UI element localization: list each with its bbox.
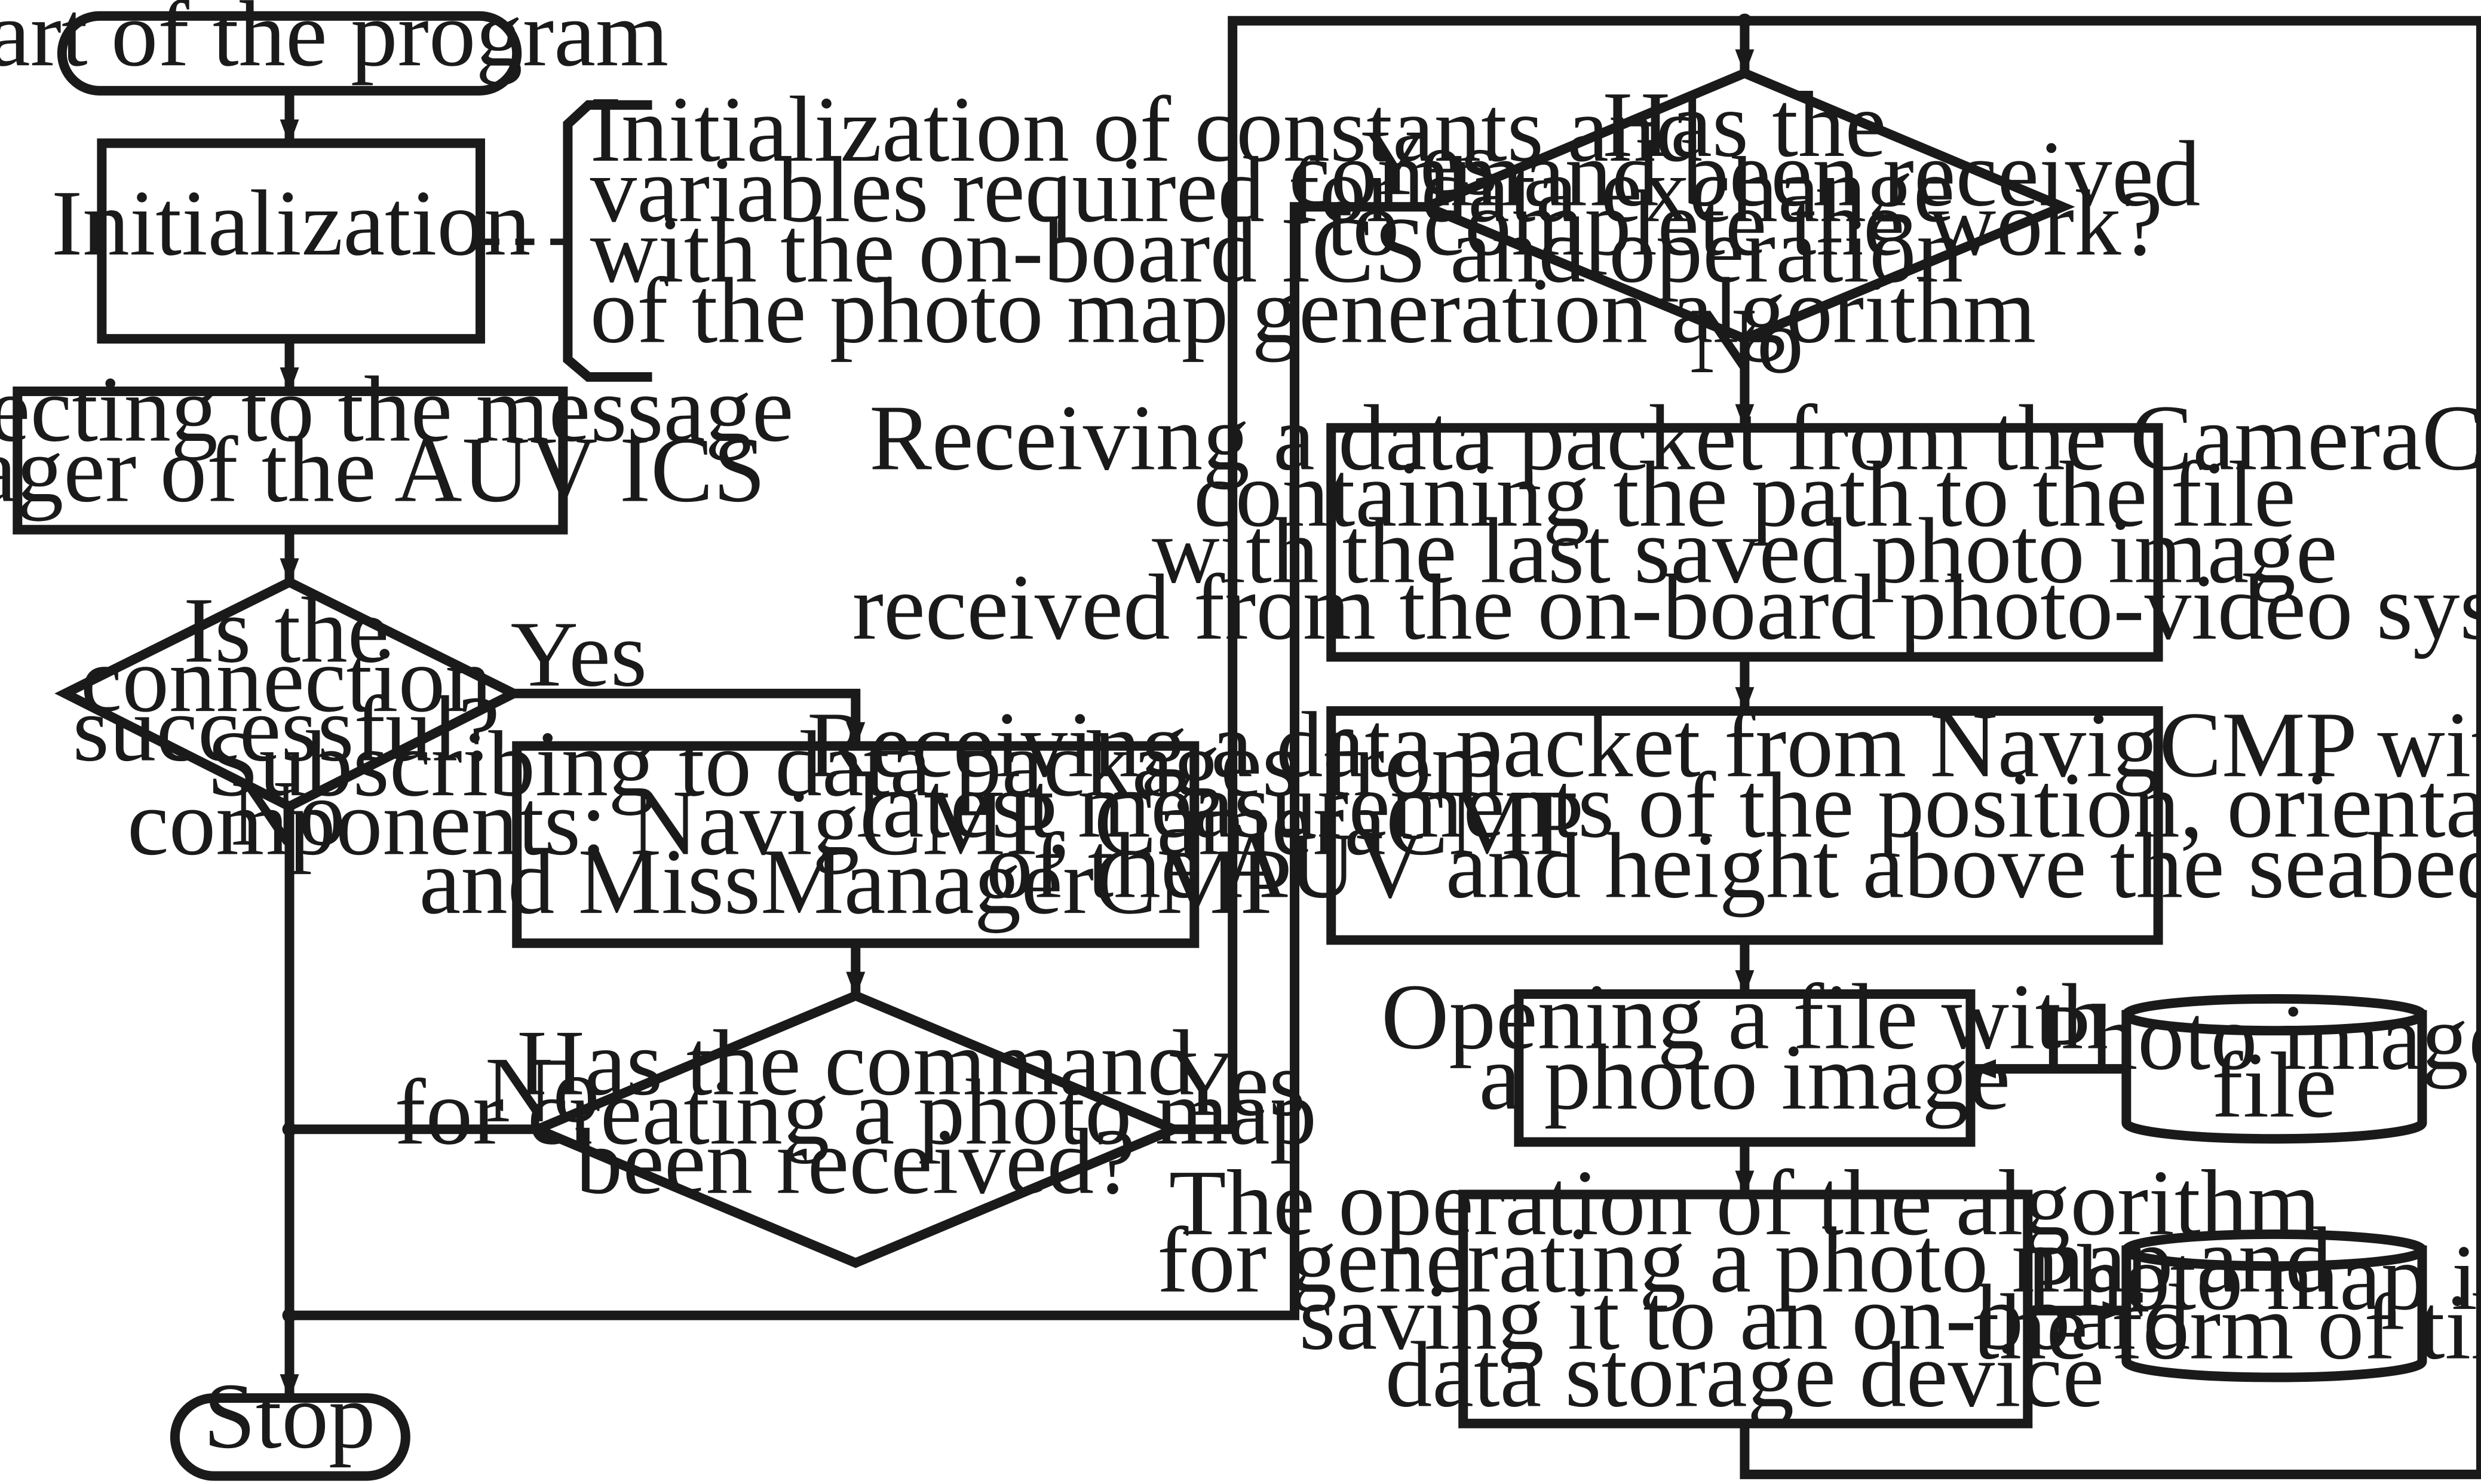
text-line: connection — [81, 627, 492, 731]
shapes — [13, 11, 2427, 1481]
camera-packet-text: Receiving a data packet from the CameraC… — [852, 385, 2481, 659]
text-line: a photo image — [1479, 1025, 2011, 1129]
connection-decision — [54, 577, 525, 812]
branch-labels: Yes No No Yes Yes No — [231, 111, 1804, 1142]
text-line: containing the path to the file — [1194, 442, 2296, 546]
text-line: Has the command — [517, 1011, 1194, 1115]
connection-no-label: No — [231, 761, 345, 865]
text-line: variables required for data exchange — [590, 137, 1955, 241]
navig-packet-text: Receiving a data packet from NavigCMP wi… — [807, 692, 2481, 917]
text-line: Photo image — [2038, 985, 2481, 1089]
complete-command-text: Has thecommand been receivedto complete … — [1289, 72, 2200, 275]
text-line: saving it to an on-board — [1299, 1265, 2191, 1369]
tiles-text: Photo map inthe form of tiles — [1973, 1225, 2481, 1379]
line-complete-yes-to-stop — [289, 202, 1427, 1320]
initialization-text: Initialization — [51, 171, 530, 275]
text-line: Initialization — [51, 171, 530, 275]
text-line: Photo map in — [2024, 1225, 2481, 1329]
stop-terminal — [170, 1393, 410, 1481]
text-line: for creating a photo map — [394, 1060, 1317, 1164]
stop-text: Stop — [204, 1364, 376, 1468]
text-line: of the AUV and height above the seabed — [986, 814, 2481, 918]
complete-yes-label: Yes — [1361, 111, 1498, 214]
text-line: Is the — [183, 578, 390, 682]
text-line: to complete the work? — [1326, 171, 2163, 275]
line-create-yes-to-loop — [1173, 16, 2481, 1479]
text-line: latest measurements of the position, ori… — [856, 753, 2481, 857]
algorithm-box — [1458, 1189, 2033, 1428]
text-line: manager of the AUV ICS — [0, 418, 765, 522]
create-yes-label: Yes — [1169, 1031, 1306, 1135]
create-command-text: Has the commandfor creating a photo mapb… — [394, 1011, 1317, 1213]
text-line: components: NavigCMP, CameraCMP — [127, 771, 1584, 875]
start-text: Start of the program — [0, 0, 668, 85]
complete-command-decision — [1414, 68, 2075, 344]
text-line: command been received — [1289, 122, 2200, 226]
junction-dot-top — [1737, 13, 1752, 28]
text-line: and MissManagerCMP — [419, 829, 1292, 933]
text-line: Opening a file with — [1381, 964, 2108, 1068]
complete-no-label: No — [1689, 289, 1804, 393]
text-line: file — [2212, 1033, 2336, 1137]
create-no-label: No — [485, 1038, 600, 1142]
photo-image-file-text: Photo imagefile — [2038, 985, 2481, 1137]
connection-yes-label: Yes — [511, 602, 648, 706]
text-line: Initialization of constants and — [590, 77, 1703, 181]
junction-dot-complete-yes — [282, 1308, 297, 1323]
arrow-conn-yes-to-subscribe — [513, 688, 866, 748]
text-line: Has the — [1603, 72, 1887, 176]
text-line: Connecting to the message — [0, 357, 793, 461]
text-line: for generating a photo map and — [1157, 1208, 2332, 1312]
subscribe-box — [512, 741, 1200, 948]
camera-packet-box — [1326, 423, 2163, 662]
navig-packet-box — [1326, 706, 2163, 945]
text-line: with the on-board ICS and operation — [590, 198, 1964, 302]
junction-dot-create-no — [282, 1122, 297, 1137]
create-command-decision — [525, 990, 1186, 1268]
text-line: successful? — [73, 677, 500, 781]
text-line: The operation of the algorithm — [1169, 1151, 2321, 1255]
text-line: Receiving a data packet from the CameraC… — [869, 385, 2481, 489]
connectors — [280, 13, 2481, 1479]
connect-text: Connecting to the messagemanager of the … — [0, 357, 793, 522]
text-line: the form of tiles — [1973, 1275, 2481, 1379]
connect-box — [13, 387, 568, 535]
open-file-box — [1514, 989, 1976, 1147]
text-line: been received? — [576, 1109, 1136, 1213]
text-line: with the last saved photo image — [1152, 498, 2337, 602]
tiles-database — [2121, 1229, 2427, 1382]
text-line: data storage device — [1385, 1322, 2104, 1426]
text-line: Start of the program — [0, 0, 668, 85]
text-line: Subscribing to data packages from — [207, 712, 1504, 815]
start-terminal — [57, 11, 522, 96]
annotation-bracket — [563, 100, 652, 382]
photo-image-file-database — [2121, 994, 2427, 1144]
text-line: Receiving a data packet from NavigCMP wi… — [807, 692, 2481, 796]
connection-decision-text: Is theconnectionsuccessful? — [73, 578, 500, 781]
initialization-box — [97, 138, 485, 344]
text-line: Stop — [204, 1364, 376, 1468]
text-line: received from the on-board photo-video s… — [852, 555, 2481, 659]
text-line: of the photo map generation algorithm — [590, 258, 2037, 362]
